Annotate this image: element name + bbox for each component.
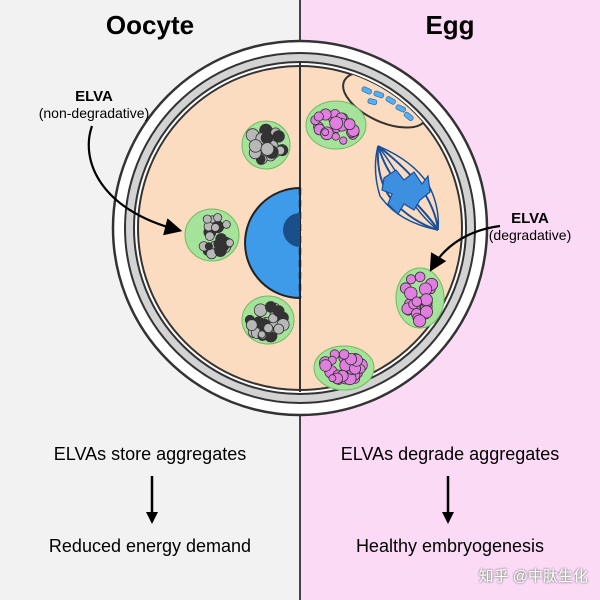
egg-down-arrowhead xyxy=(442,512,454,524)
egg-elva-aggregates xyxy=(305,100,445,391)
nucleolus xyxy=(283,213,300,247)
watermark: 知乎 @中肽生化 xyxy=(478,568,588,585)
egg-elva-name: ELVA xyxy=(511,210,549,227)
egg-caption-top: ELVAs degrade aggregates xyxy=(340,444,560,464)
egg-elva-arrow xyxy=(429,224,501,272)
oocyte-caption-top: ELVAs store aggregates xyxy=(53,444,247,464)
oocyte-elva-cluster-middle xyxy=(184,208,240,262)
nucleus xyxy=(244,186,301,300)
egg-elva-cluster-middle xyxy=(395,267,445,329)
oocyte-title: Oocyte xyxy=(105,10,195,40)
egg-elva-label: ELVA (degradative) xyxy=(470,210,590,244)
polar-body-chromosomes xyxy=(361,86,414,122)
meiotic-spindle xyxy=(374,145,440,231)
oocyte-elva-cluster-bottom xyxy=(241,295,295,345)
oocyte-elva-subtitle: (non-degradative) xyxy=(38,105,150,121)
oocyte-elva-name: ELVA xyxy=(75,88,113,105)
egg-elva-cluster-top xyxy=(305,100,367,150)
egg-title: Egg xyxy=(425,10,475,40)
oocyte-down-arrowhead xyxy=(146,512,158,524)
egg-elva-subtitle: (degradative) xyxy=(488,227,572,243)
oocyte-caption-bottom: Reduced energy demand xyxy=(48,536,252,556)
egg-caption-bottom: Healthy embryogenesis xyxy=(355,536,545,556)
oocyte-elva-label: ELVA (non-degradative) xyxy=(24,88,164,122)
oocyte-elva-aggregates xyxy=(184,120,295,345)
oocyte-elva-cluster-top xyxy=(241,120,291,170)
oocyte-elva-arrow xyxy=(87,125,183,236)
egg-elva-cluster-bottom xyxy=(313,345,375,391)
